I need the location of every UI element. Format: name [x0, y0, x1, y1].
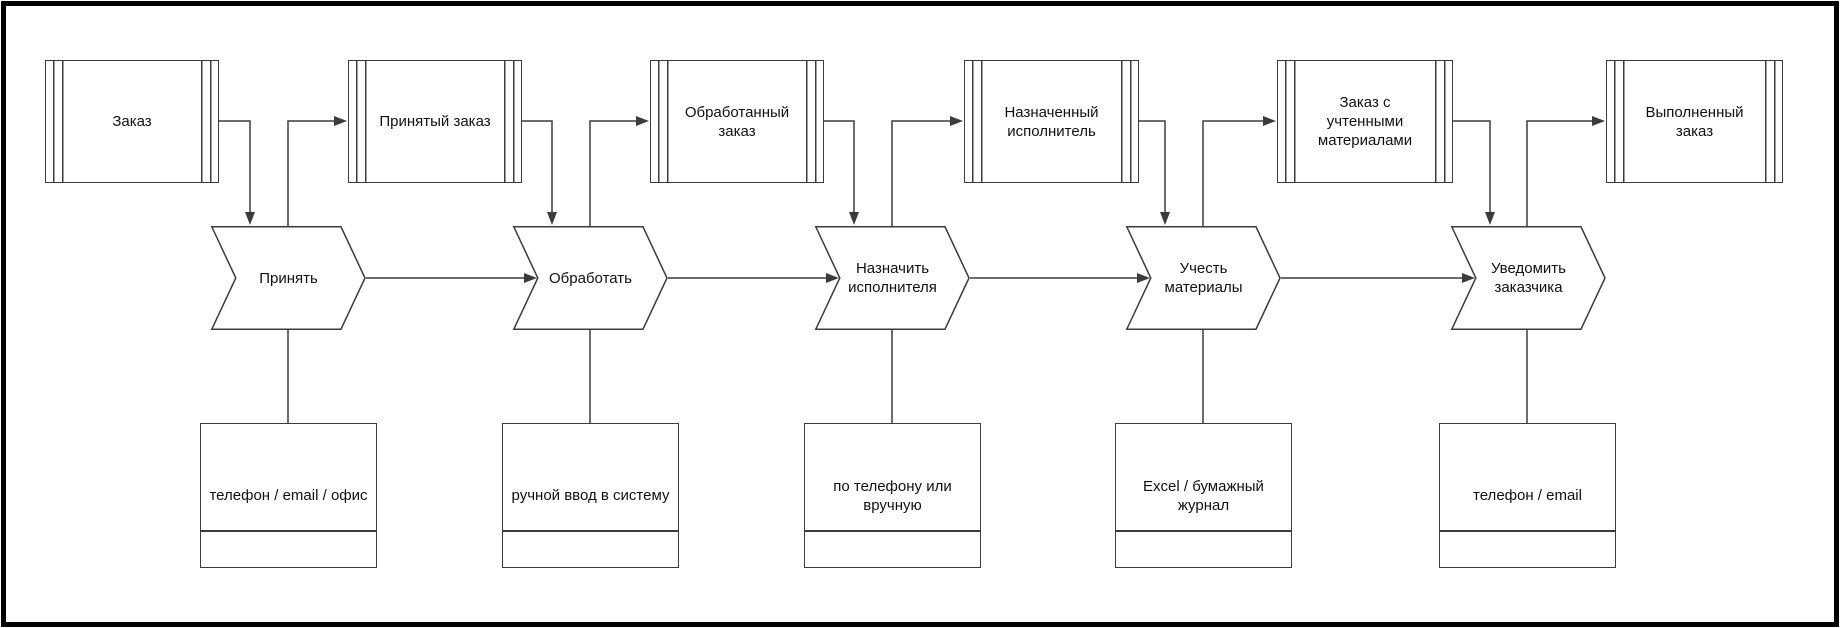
process-label: Обработать [549, 269, 632, 287]
mechanism-label: Excel / бумажный журнал [1143, 477, 1264, 514]
document-label: Назначенный исполнитель [1004, 103, 1099, 140]
document-shape-completed-order: Выполненный заказ [1606, 60, 1783, 183]
document-shape-order: Заказ [45, 60, 219, 183]
document-label: Обработанный заказ [684, 103, 790, 140]
document-label: Заказ [112, 113, 152, 130]
process-chevron-process: Обработать [512, 226, 668, 330]
mechanism-label: телефон / email [1473, 487, 1582, 504]
process-label: Уведомить заказчика [1491, 260, 1566, 296]
document-label: Заказ с учтенными материалами [1317, 94, 1413, 149]
mechanism-label: телефон / email / офис [209, 487, 368, 504]
document-label: Выполненный заказ [1645, 103, 1744, 140]
process-label: Учесть материалы [1164, 260, 1243, 296]
process-chevron-assign-executor: Назначить исполнителя [814, 226, 970, 330]
document-label: Принятый заказ [379, 113, 491, 130]
mechanism-box-phone-email: телефон / email [1439, 423, 1616, 568]
mechanism-box-manual-entry: ручной ввод в систему [502, 423, 679, 568]
mechanism-footer-compartment [503, 530, 678, 567]
process-chevron-accept: Принять [210, 226, 366, 330]
mechanism-label: ручной ввод в систему [511, 487, 670, 504]
document-shape-order-with-materials: Заказ с учтенными материалами [1277, 60, 1453, 183]
mechanism-box-phone-or-manual: по телефону или вручную [804, 423, 981, 568]
process-label: Назначить исполнителя [848, 260, 937, 296]
arrowheads [245, 116, 1605, 283]
process-label: Принять [259, 269, 318, 287]
mechanism-box-phone-email-office: телефон / email / офис [200, 423, 377, 568]
mechanism-footer-compartment [201, 530, 376, 567]
mechanism-label: по телефону или вручную [833, 477, 952, 514]
document-shape-processed-order: Обработанный заказ [650, 60, 824, 183]
mechanism-footer-compartment [1116, 530, 1291, 567]
process-chevron-notify-customer: Уведомить заказчика [1450, 226, 1606, 330]
mechanism-footer-compartment [1440, 530, 1615, 567]
process-chevron-account-materials: Учесть материалы [1125, 226, 1281, 330]
document-shape-accepted-order: Принятый заказ [348, 60, 522, 183]
mechanism-footer-compartment [805, 530, 980, 567]
document-shape-assigned-executor: Назначенный исполнитель [964, 60, 1139, 183]
mechanism-box-excel-journal: Excel / бумажный журнал [1115, 423, 1292, 568]
